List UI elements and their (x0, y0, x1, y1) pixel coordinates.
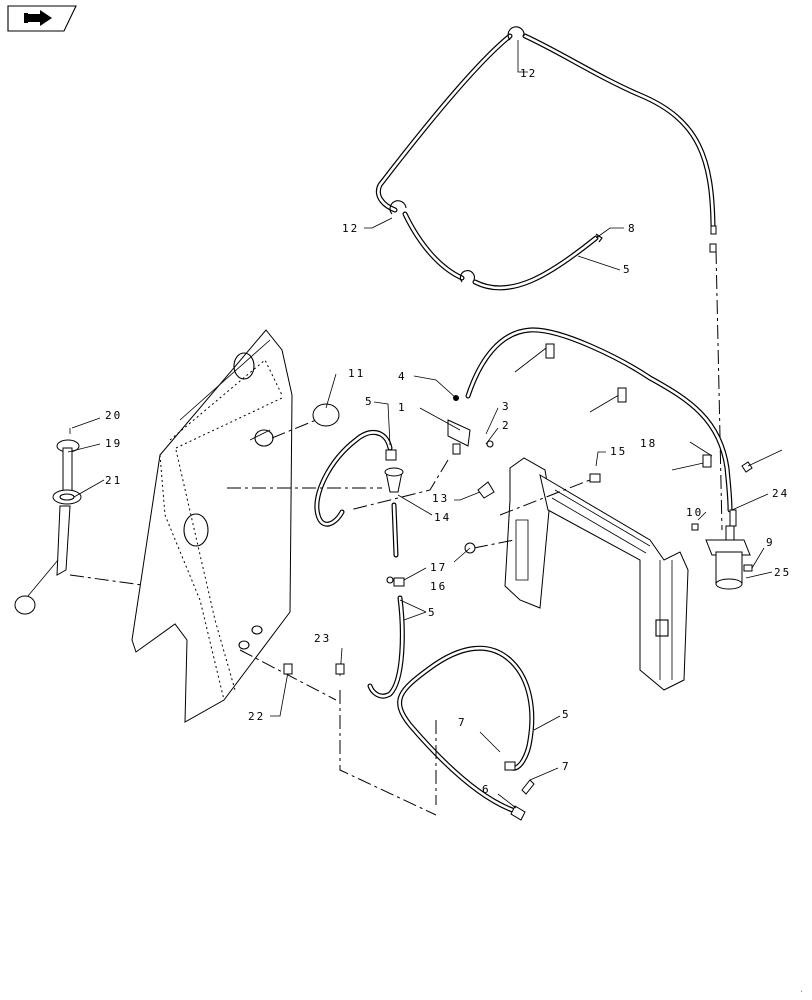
callout-1: 1 (398, 401, 407, 414)
callout-labels: 12 12 8 5 11 4 5 1 3 2 15 18 13 14 24 10… (105, 67, 791, 796)
center-line-filter (715, 249, 723, 531)
callout-9: 9 (766, 536, 775, 549)
callout-17: 17 (430, 561, 447, 574)
callout-11: 11 (348, 367, 365, 380)
callout-19: 19 (105, 437, 122, 450)
fuel-tank (131, 329, 293, 723)
callout-5-mid: 5 (365, 395, 374, 408)
callout-12-left: 12 (342, 222, 359, 235)
callout-6: 6 (482, 783, 491, 796)
callout-15: 15 (610, 445, 627, 458)
callout-5-lower-mid: 5 (428, 606, 437, 619)
callout-7-right: 7 (562, 760, 571, 773)
callout-5-upper: 5 (623, 263, 632, 276)
callout-3: 3 (502, 400, 511, 413)
callout-12-top: 12 (520, 67, 537, 80)
callout-16: 16 (430, 580, 447, 593)
callout-20: 20 (105, 409, 122, 422)
callout-13: 13 (432, 492, 449, 505)
callout-2: 2 (502, 419, 511, 432)
filler-cap (271, 403, 340, 439)
callout-7-left: 7 (458, 716, 467, 729)
callout-10: 10 (686, 506, 703, 519)
callout-18: 18 (640, 437, 657, 450)
frame-structure (464, 457, 689, 691)
svg-text:`: ` (800, 991, 806, 998)
back-arrow-icon[interactable] (7, 5, 77, 32)
lower-hose (239, 645, 535, 821)
upper-right-hose (349, 327, 783, 513)
callout-24: 24 (772, 487, 789, 500)
middle-hoses (227, 430, 405, 699)
fuel-filter (691, 509, 753, 590)
fuel-sender (14, 428, 143, 615)
callout-5-lower: 5 (562, 708, 571, 721)
upper-hose-assembly (375, 26, 717, 291)
callout-4: 4 (398, 370, 407, 383)
callout-23: 23 (314, 632, 331, 645)
callout-14: 14 (434, 511, 451, 524)
callout-21: 21 (105, 474, 122, 487)
callout-8: 8 (628, 222, 637, 235)
callout-22: 22 (248, 710, 265, 723)
leader-lines (67, 40, 773, 809)
callout-25: 25 (774, 566, 791, 579)
